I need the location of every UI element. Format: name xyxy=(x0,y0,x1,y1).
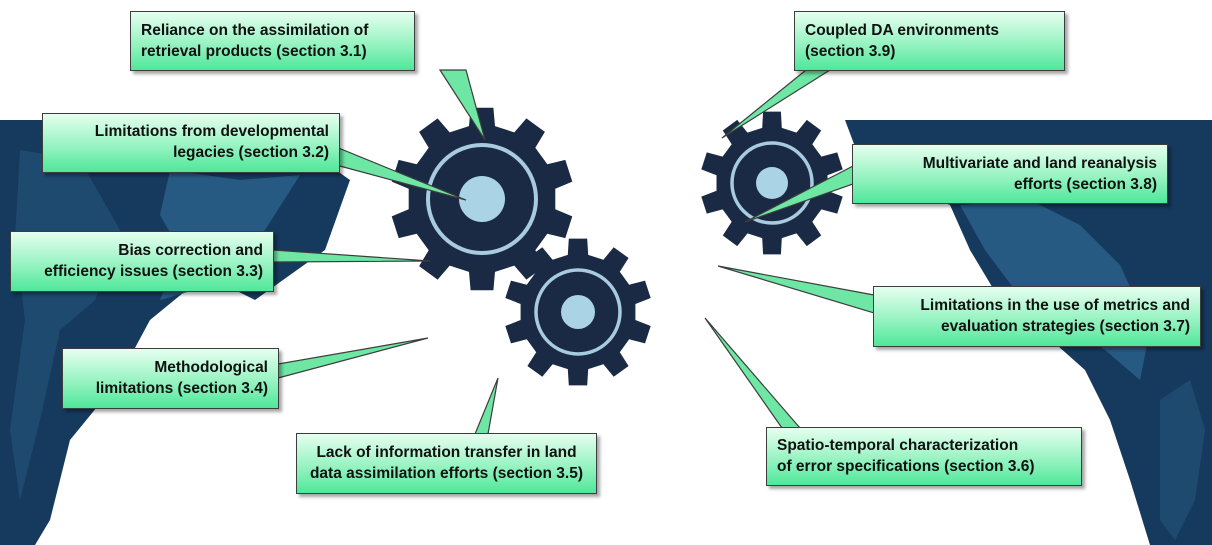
callout-3-4-line1: Methodological xyxy=(154,359,268,376)
gear-right-ring xyxy=(730,141,814,225)
callout-3-7-line1: Limitations in the use of metrics and xyxy=(920,297,1190,314)
callout-section-3-7: Limitations in the use of metrics and ev… xyxy=(873,286,1201,347)
callout-3-5-line1: Lack of information transfer in land xyxy=(316,444,577,461)
pointer-3-3 xyxy=(272,249,431,263)
gear-right-hub xyxy=(756,167,788,199)
pointer-3-7 xyxy=(717,265,875,314)
medium-gear-icon xyxy=(505,238,651,386)
mountain-right-shade xyxy=(1160,380,1205,540)
callout-section-3-9: Coupled DA environments (section 3.9) xyxy=(794,11,1065,71)
gear-medium-hub xyxy=(561,295,595,329)
callout-3-1-line1: Reliance on the assimilation of xyxy=(141,22,369,39)
callout-3-8-line1: Multivariate and land reanalysis xyxy=(922,155,1157,172)
right-gear-icon xyxy=(701,111,843,255)
callout-section-3-5: Lack of information transfer in land dat… xyxy=(296,433,597,494)
callout-3-3-line1: Bias correction and xyxy=(118,242,263,259)
callout-3-1-line2: retrieval products (section 3.1) xyxy=(141,43,367,60)
gear-medium-ring xyxy=(534,268,622,356)
mountain-right xyxy=(845,120,1212,545)
callout-3-8-line2: efforts (section 3.8) xyxy=(1014,176,1157,193)
callout-section-3-6: Spatio-temporal characterization of erro… xyxy=(766,427,1082,486)
callout-3-9-line1: Coupled DA environments xyxy=(805,22,1000,39)
callout-3-6-line1: Spatio-temporal characterization xyxy=(777,437,1019,454)
callout-3-2-line2: legacies (section 3.2) xyxy=(173,144,329,161)
callout-3-5-line2: data assimilation efforts (section 3.5) xyxy=(309,465,584,482)
pointer-3-6 xyxy=(704,317,802,429)
callout-3-3-line2: efficiency issues (section 3.3) xyxy=(44,263,263,280)
pointer-3-1 xyxy=(438,69,486,141)
callout-section-3-1: Reliance on the assimilation of retrieva… xyxy=(130,11,415,71)
large-gear-icon xyxy=(391,107,573,291)
callout-3-9-line2: (section 3.9) xyxy=(805,43,896,60)
gear-large-hub xyxy=(459,176,505,222)
callout-section-3-8: Multivariate and land reanalysis efforts… xyxy=(852,144,1168,204)
gear-large-ring xyxy=(426,143,538,255)
pointer-3-5 xyxy=(474,377,499,435)
pointer-3-4 xyxy=(277,337,429,379)
callout-3-6-line2: of error specifications (section 3.6) xyxy=(777,458,1035,475)
callout-section-3-3: Bias correction and efficiency issues (s… xyxy=(10,231,274,292)
callout-section-3-4: Methodological limitations (section 3.4) xyxy=(62,348,279,409)
callout-3-7-line2: evaluation strategies (section 3.7) xyxy=(941,318,1190,335)
callout-section-3-2: Limitations from developmental legacies … xyxy=(42,113,340,173)
callout-3-2-line1: Limitations from developmental xyxy=(94,123,329,140)
callout-3-4-line2: limitations (section 3.4) xyxy=(95,380,268,397)
